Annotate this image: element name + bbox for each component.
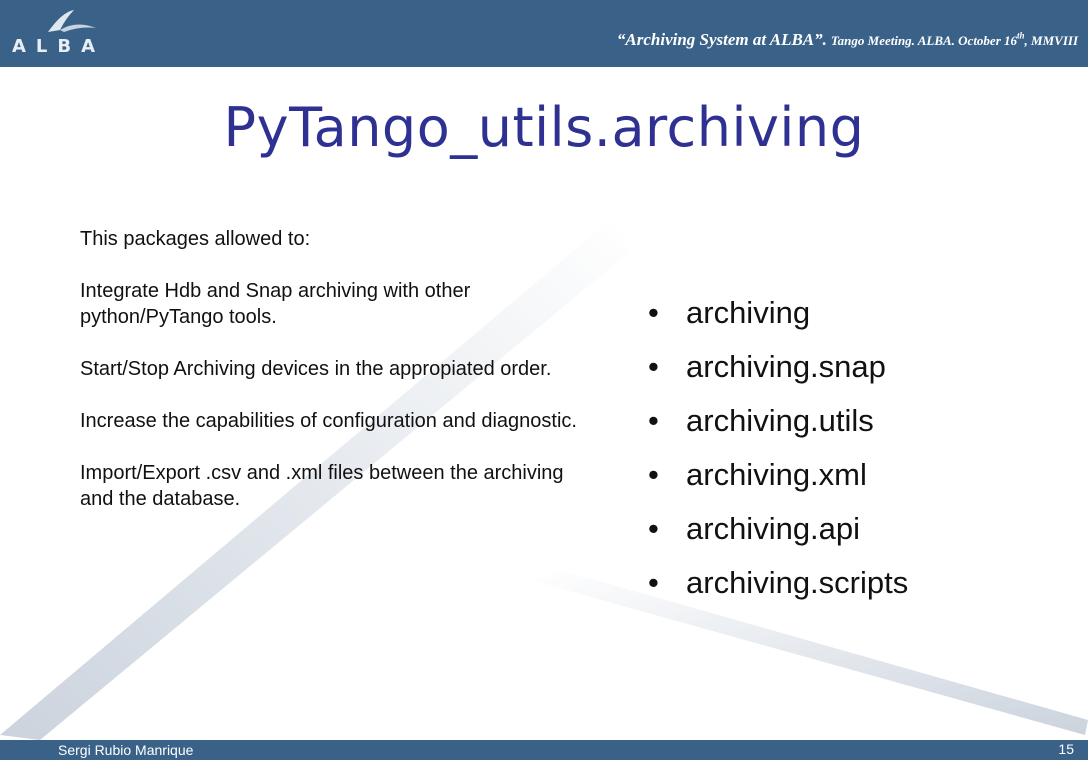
- bullet-icon: •: [648, 295, 659, 330]
- paragraph: Import/Export .csv and .xml files betwee…: [80, 462, 564, 510]
- alba-swoosh-icon: [48, 10, 96, 32]
- header-title: “Archiving System at ALBA”. Tango Meetin…: [617, 30, 1078, 50]
- bullet-icon: •: [648, 565, 659, 600]
- bullet-icon: •: [648, 511, 659, 546]
- header-title-meeting: Tango Meeting. ALBA. October 16: [830, 33, 1018, 48]
- list-item: • archiving.xml: [648, 448, 908, 502]
- page-number: 15: [1058, 741, 1074, 757]
- alba-logo: ALBA: [0, 0, 140, 67]
- bullet-icon: •: [648, 349, 659, 384]
- list-item-label: archiving.xml: [686, 457, 867, 492]
- footer-author: Sergi Rubio Manrique: [58, 742, 194, 758]
- header-title-sup: th: [1017, 30, 1025, 41]
- list-item: • archiving: [648, 286, 908, 340]
- list-item: • archiving.snap: [648, 340, 908, 394]
- paragraph: Start/Stop Archiving devices in the appr…: [80, 358, 552, 380]
- slide-title: PyTango_utils.archiving: [223, 96, 865, 159]
- list-item: • archiving.api: [648, 502, 908, 556]
- footer-bar: [0, 740, 1088, 760]
- logo-text: ALBA: [12, 36, 106, 57]
- list-item: • archiving.scripts: [648, 556, 908, 610]
- paragraph: This packages allowed to:: [80, 228, 311, 250]
- paragraph: Increase the capabilities of configurati…: [80, 410, 577, 432]
- list-item-label: archiving.utils: [686, 403, 874, 438]
- header-title-tail: , MMVIII: [1024, 33, 1078, 48]
- description-text: This packages allowed to: Integrate Hdb …: [80, 226, 580, 538]
- list-item-label: archiving: [686, 295, 811, 330]
- list-item-label: archiving.snap: [686, 349, 886, 384]
- paragraph: Integrate Hdb and Snap archiving with ot…: [80, 280, 471, 328]
- module-list: • archiving • archiving.snap • archiving.ut…: [648, 286, 908, 610]
- header-title-quote: “Archiving System at ALBA”.: [616, 30, 827, 49]
- list-item-label: archiving.api: [686, 511, 861, 546]
- bullet-icon: •: [648, 403, 659, 438]
- list-item: • archiving.utils: [648, 394, 908, 448]
- bullet-icon: •: [648, 457, 659, 492]
- list-item-label: archiving.scripts: [686, 565, 909, 600]
- header-bar: ALBA “Archiving System at ALBA”. Tango M…: [0, 0, 1088, 67]
